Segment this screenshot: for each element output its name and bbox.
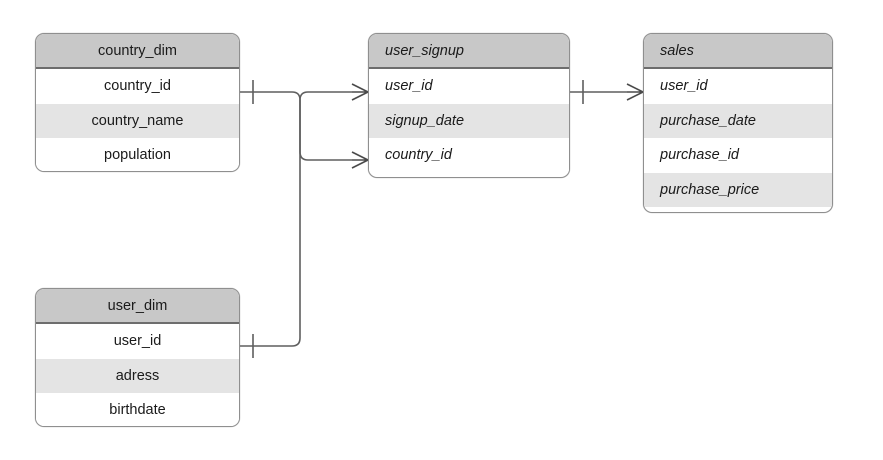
entity-user-signup[interactable]: user_signup user_id signup_date country_… (368, 33, 570, 178)
crows-foot-user-signup-country-id (351, 151, 369, 169)
entity-field-user-signup-signup-date[interactable]: signup_date (369, 103, 569, 139)
crows-foot-user-signup-user-id (351, 83, 369, 101)
relationship-line-country-dim-user-signup (240, 91, 352, 161)
entity-field-sales-purchase-price[interactable]: purchase_price (644, 172, 832, 208)
entity-field-user-signup-user-id[interactable]: user_id (369, 69, 569, 104)
entity-title-user-signup: user_signup (369, 34, 569, 69)
relationship-user-signup-sales[interactable] (570, 80, 644, 104)
entity-user-dim[interactable]: user_dim user_id adress birthdate (35, 288, 240, 427)
entity-field-country-dim-population[interactable]: population (36, 138, 239, 171)
entity-field-sales-purchase-date[interactable]: purchase_date (644, 103, 832, 139)
relationship-user-dim-user-signup[interactable] (240, 83, 369, 358)
entity-field-user-dim-birthdate[interactable]: birthdate (36, 393, 239, 426)
entity-field-country-dim-country-id[interactable]: country_id (36, 69, 239, 104)
relationship-line-user-dim-user-signup (240, 91, 352, 347)
crows-foot-sales-user-id (626, 83, 644, 101)
entity-title-country-dim: country_dim (36, 34, 239, 69)
entity-field-sales-purchase-id[interactable]: purchase_id (644, 138, 832, 173)
entity-field-sales-user-id[interactable]: user_id (644, 69, 832, 104)
entity-field-user-signup-country-id[interactable]: country_id (369, 138, 569, 173)
entity-field-user-dim-adress[interactable]: adress (36, 358, 239, 394)
entity-title-sales: sales (644, 34, 832, 69)
entity-field-user-dim-user-id[interactable]: user_id (36, 324, 239, 359)
entity-field-country-dim-country-name[interactable]: country_name (36, 103, 239, 139)
relationship-country-dim-user-signup[interactable] (240, 80, 369, 169)
entity-sales[interactable]: sales user_id purchase_date purchase_id … (643, 33, 833, 213)
entity-title-user-dim: user_dim (36, 289, 239, 324)
entity-country-dim[interactable]: country_dim country_id country_name popu… (35, 33, 240, 172)
